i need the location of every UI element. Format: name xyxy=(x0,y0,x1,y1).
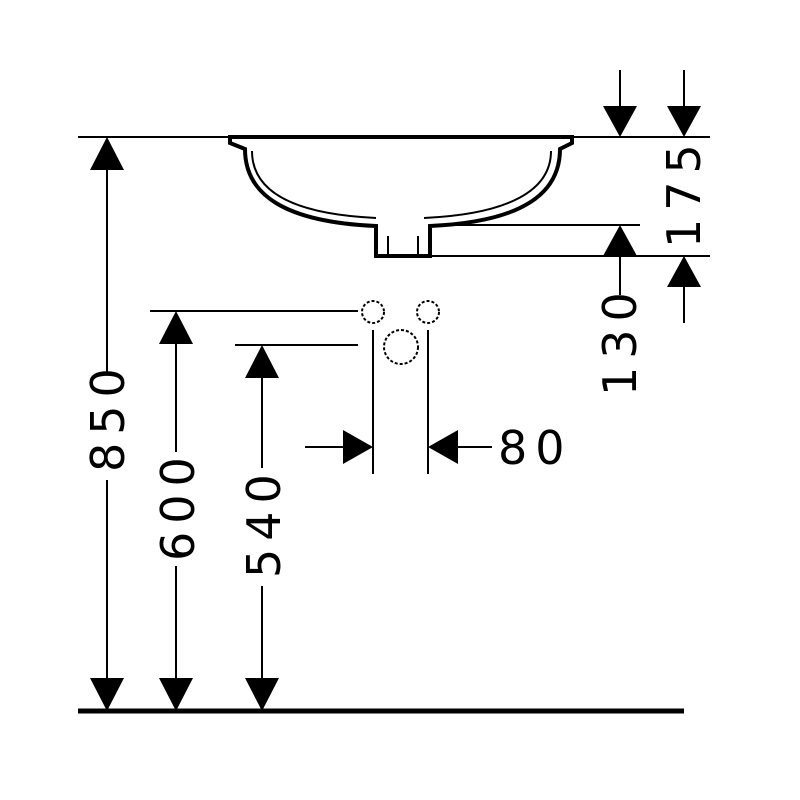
basin-section xyxy=(228,135,574,258)
dimension-130: 130 xyxy=(593,70,647,396)
dimension-175: 175 xyxy=(657,70,711,323)
label-175: 175 xyxy=(657,136,711,248)
label-80: 80 xyxy=(498,421,573,475)
label-540: 540 xyxy=(237,466,291,578)
dimension-80: 80 xyxy=(305,330,573,475)
dimension-850: 850 xyxy=(81,137,135,711)
label-850: 850 xyxy=(81,360,135,472)
label-600: 600 xyxy=(151,449,205,561)
left-supply-circle xyxy=(361,300,385,324)
label-130: 130 xyxy=(593,284,647,396)
trap-circle xyxy=(383,329,419,365)
dimension-600: 600 xyxy=(151,311,205,711)
dimension-540: 540 xyxy=(237,345,291,711)
right-supply-circle xyxy=(416,300,440,324)
